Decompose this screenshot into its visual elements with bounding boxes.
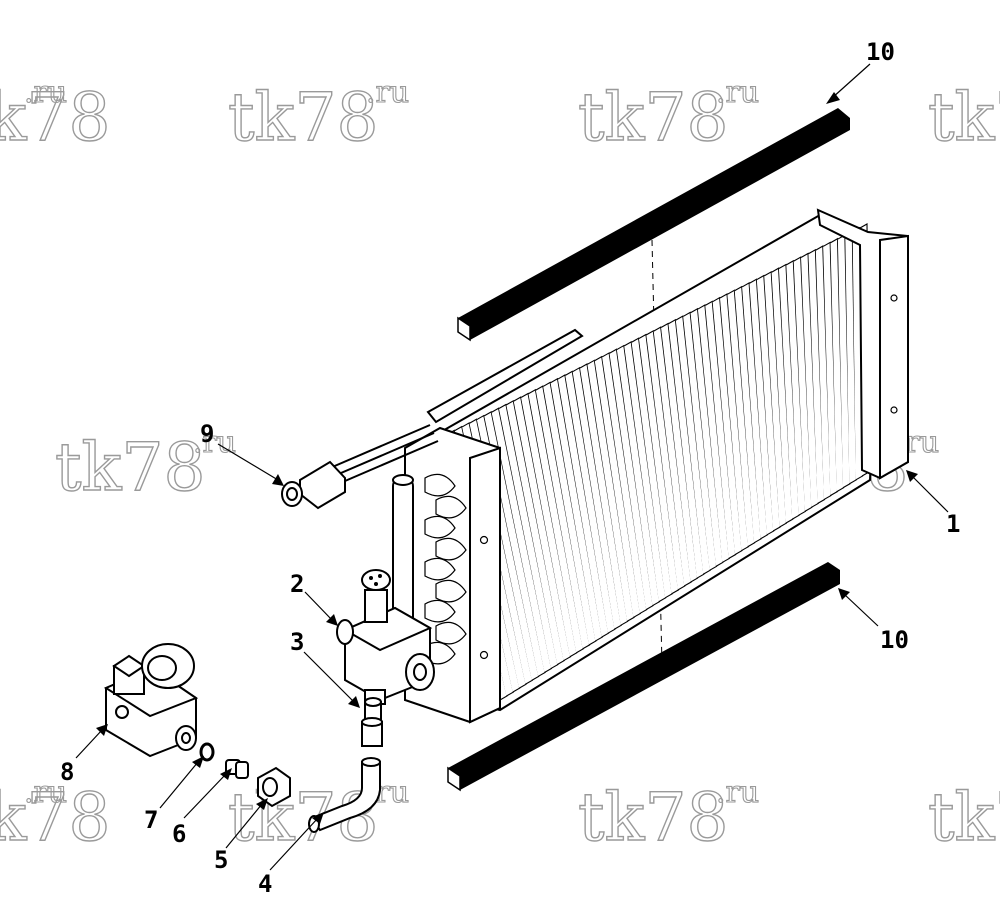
watermark-text: tk78 [228,79,379,156]
watermark-suffix: .ru [716,75,759,110]
callout-9: 9 [200,420,214,448]
callout-3: 3 [290,628,304,656]
watermark: tk78 [927,78,1000,156]
foam-strip-icon [457,108,850,342]
fitting-icon [361,697,383,747]
expansion-valve-icon [336,569,435,705]
watermark-text: tk78 [928,79,1000,156]
watermark-text: tk78 [0,79,111,156]
watermark-text: tk78 [578,79,729,156]
watermark-text: tk78 [928,779,1000,856]
watermark-suffix: .ru [716,775,759,810]
watermark-text: tk78 [55,429,206,506]
callout-8: 8 [60,758,74,786]
watermark-suffix: .ru [24,75,67,110]
foam-strip-icon [447,562,840,792]
callout-2: 2 [290,570,304,598]
callout-1: 1 [946,510,960,538]
watermark-text: tk78 [0,779,111,856]
watermark: tk78 [927,778,1000,856]
watermark-suffix: .ru [24,775,67,810]
watermark: tk78 .ru [54,424,236,506]
callout-6: 6 [172,820,186,848]
callouts: 10 10 1 9 2 3 8 7 6 5 4 [60,38,960,898]
leader-lines [75,63,949,871]
watermark: tk78 .ru [0,774,111,856]
sensor-harness-icon [281,424,439,510]
callout-4: 4 [258,870,272,898]
fin-group [439,223,870,701]
watermark-suffix: .ru [366,75,409,110]
solenoid-valve-icon [103,643,199,758]
flare-nut-icon [257,766,291,808]
adapter-icon [225,759,249,779]
watermark: tk78 .ru [0,74,111,156]
watermark: tk78 .ru [227,74,409,156]
watermark: tk78 .ru [577,774,759,856]
watermark-text: tk78 [578,779,729,856]
callout-7: 7 [144,806,158,834]
watermark-suffix: .ru [193,425,236,460]
evaporator-coil-icon [392,208,909,724]
callout-5: 5 [214,846,228,874]
watermark: tk78 .ru [577,74,759,156]
callout-10-top: 10 [866,38,895,66]
callout-10-bottom: 10 [880,626,909,654]
